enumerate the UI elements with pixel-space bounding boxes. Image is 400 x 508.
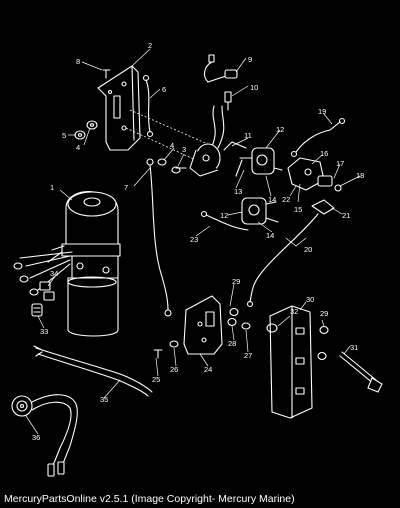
connector-10 (224, 91, 232, 111)
nut-28 (227, 317, 237, 327)
callout-14b: 14 (266, 231, 274, 240)
connector-21 (311, 199, 335, 215)
callout-22: 22 (282, 195, 290, 204)
plate-30 (269, 305, 313, 419)
callout-26: 26 (170, 365, 178, 374)
callout-18: 18 (356, 171, 364, 180)
callout-23: 23 (190, 235, 198, 244)
relay-12-lower (241, 197, 279, 225)
washer-5 (74, 130, 86, 140)
screw-27 (241, 322, 251, 330)
callout-27: 27 (244, 351, 252, 360)
callout-4b: 4 (170, 141, 174, 150)
washer-32 (266, 323, 278, 333)
callout-3: 3 (182, 145, 186, 154)
washer-29 (229, 307, 239, 317)
leader-lines (25, 48, 361, 435)
callout-11: 11 (244, 131, 252, 140)
nut-29-lower (317, 351, 327, 361)
cable-19 (290, 117, 346, 158)
callout-7: 7 (124, 183, 128, 192)
cable-6 (142, 74, 154, 138)
bolt-31 (339, 351, 383, 393)
screw-8 (102, 69, 111, 79)
callout-16: 16 (320, 149, 328, 158)
parts-diagram: 1 2 3 4 4 5 6 7 8 9 10 11 12 12 13 14 14… (11, 41, 383, 477)
callout-20: 20 (304, 245, 312, 254)
callout-5: 5 (62, 131, 66, 140)
callout-24: 24 (204, 365, 212, 374)
callout-25: 25 (152, 375, 160, 384)
wire-20 (249, 213, 319, 303)
callout-12a: 12 (276, 125, 284, 134)
breaker-assembly (287, 157, 342, 192)
callout-numbers: 1 2 3 4 4 5 6 7 8 9 10 11 12 12 13 14 14… (32, 41, 364, 442)
cable-23 (200, 210, 249, 231)
washer-4b (157, 158, 167, 166)
callout-6: 6 (162, 85, 166, 94)
callout-13: 13 (234, 187, 242, 196)
pump-motor-1 (47, 191, 121, 337)
screw-3 (171, 166, 187, 174)
relay-12-upper (235, 147, 283, 177)
washer-4 (86, 120, 98, 130)
callout-4a: 4 (76, 143, 80, 152)
callout-19: 19 (318, 107, 326, 116)
alignment-line-2 (125, 127, 201, 163)
harness-36 (11, 394, 78, 477)
screw-25 (153, 349, 163, 359)
callout-36: 36 (32, 433, 40, 442)
callout-15: 15 (294, 205, 302, 214)
callout-31: 31 (350, 343, 358, 352)
wire-35 (33, 345, 153, 397)
solenoid-11 (189, 141, 247, 177)
callout-10: 10 (250, 83, 258, 92)
callout-28: 28 (228, 339, 236, 348)
callout-32: 32 (290, 307, 298, 316)
callout-21: 21 (342, 211, 350, 220)
callout-9: 9 (248, 55, 252, 64)
callout-1: 1 (50, 183, 54, 192)
callout-35: 35 (100, 395, 108, 404)
wire-harness-short (211, 105, 216, 147)
callout-12b: 12 (220, 211, 228, 220)
callout-14a: 14 (268, 195, 276, 204)
screw-26 (169, 340, 179, 348)
pump-wire-leads (13, 251, 73, 296)
callout-29b: 29 (320, 309, 328, 318)
callout-17: 17 (336, 159, 344, 168)
washer-29-right (319, 325, 329, 335)
alignment-line (129, 109, 211, 146)
image-caption: MercuryPartsOnline v2.5.1 (Image Copyrig… (4, 493, 295, 505)
wire-9 (203, 54, 238, 83)
fitting-34 (39, 281, 55, 301)
fitting-33 (31, 303, 43, 317)
callout-8: 8 (76, 57, 80, 66)
callout-34: 34 (50, 269, 58, 278)
bracket-24 (183, 295, 223, 355)
callout-29a: 29 (232, 277, 240, 286)
cable-7 (146, 158, 172, 317)
callout-33: 33 (40, 327, 48, 336)
mounting-bracket (97, 65, 141, 151)
callout-2: 2 (148, 41, 152, 50)
callout-30: 30 (306, 295, 314, 304)
